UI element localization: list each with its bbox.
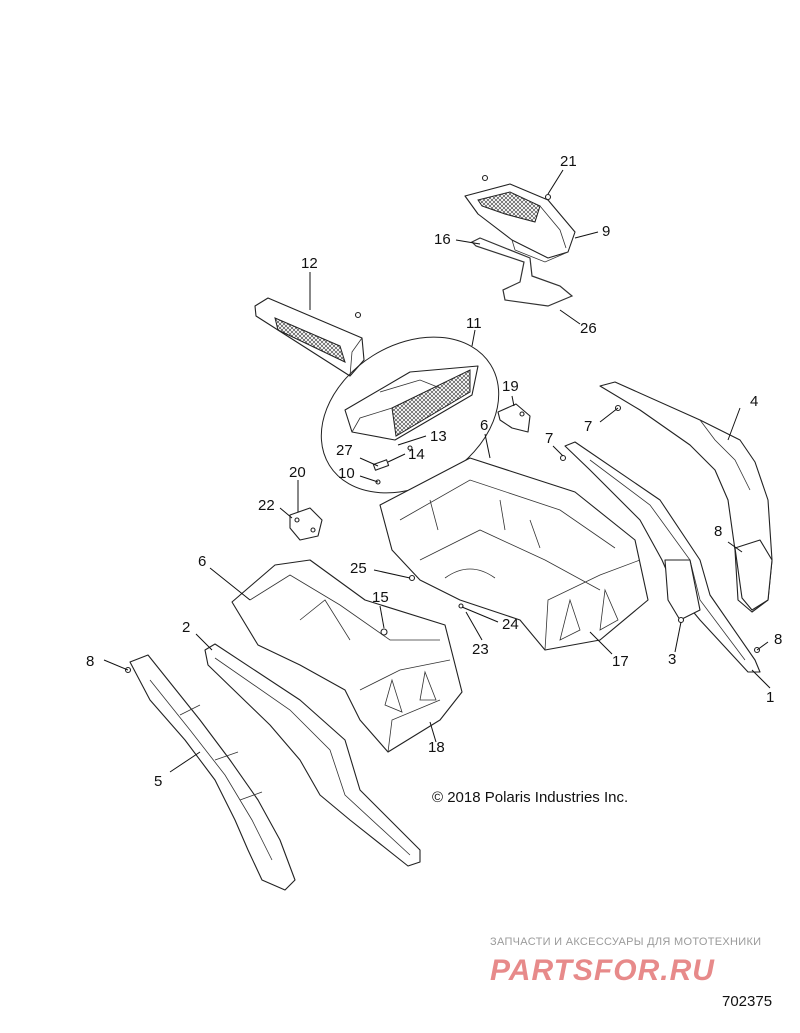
callout-19: 19 <box>502 378 519 395</box>
callout-24: 24 <box>502 616 519 633</box>
part-2-lower-rail <box>204 643 421 867</box>
callout-10: 10 <box>338 465 355 482</box>
callout-16: 16 <box>434 231 451 248</box>
callout-labels: 21 9 16 26 12 11 19 4 7 7 6 13 27 14 10 … <box>86 153 782 790</box>
callout-9: 9 <box>602 223 610 240</box>
callout-12: 12 <box>301 255 318 272</box>
part-16-26-wire-bracket <box>470 237 574 307</box>
callout-1: 1 <box>766 689 774 706</box>
leader-lines <box>103 169 771 773</box>
figure-id: 702375 <box>722 993 772 1010</box>
callout-2: 2 <box>182 619 190 636</box>
callout-7-upper: 7 <box>584 418 592 435</box>
part-12-mesh-panel <box>254 297 365 377</box>
callout-11: 11 <box>466 315 482 332</box>
callout-27: 27 <box>336 442 353 459</box>
part-17-rear-tub <box>379 457 649 651</box>
part-5-side-rail <box>129 654 296 891</box>
callout-21: 21 <box>560 153 577 170</box>
callout-5: 5 <box>154 773 162 790</box>
watermark-tagline: ЗАПЧАСТИ И АКСЕССУАРЫ ДЛЯ МОТОТЕХНИКИ <box>490 936 761 948</box>
watermark-logo: PARTSFOR.RU <box>490 954 715 987</box>
callout-22: 22 <box>258 497 275 514</box>
callout-18: 18 <box>428 739 445 756</box>
fasteners <box>124 404 761 674</box>
callout-26: 26 <box>580 320 597 337</box>
callout-4: 4 <box>750 393 758 410</box>
part-9-tray <box>464 174 576 263</box>
callout-17: 17 <box>612 653 629 670</box>
callout-3: 3 <box>668 651 676 668</box>
part-4-side-rail <box>599 381 773 613</box>
part-20-22-bracket <box>289 507 323 541</box>
callout-14: 14 <box>408 446 425 463</box>
part-18-front-tub <box>231 559 463 753</box>
callout-25: 25 <box>350 560 367 577</box>
copyright-notice: © 2018 Polaris Industries Inc. <box>432 789 628 806</box>
callout-6-rear: 6 <box>480 417 488 434</box>
part-19-bracket <box>497 403 531 433</box>
callout-15: 15 <box>372 589 389 606</box>
callout-6-front: 6 <box>198 553 206 570</box>
callout-8-right-upper: 8 <box>714 523 722 540</box>
callout-13: 13 <box>430 428 447 445</box>
callout-20: 20 <box>289 464 306 481</box>
callout-8-right-lower: 8 <box>774 631 782 648</box>
callout-7-lower: 7 <box>545 430 553 447</box>
callout-23: 23 <box>472 641 489 658</box>
callout-8-left: 8 <box>86 653 94 670</box>
